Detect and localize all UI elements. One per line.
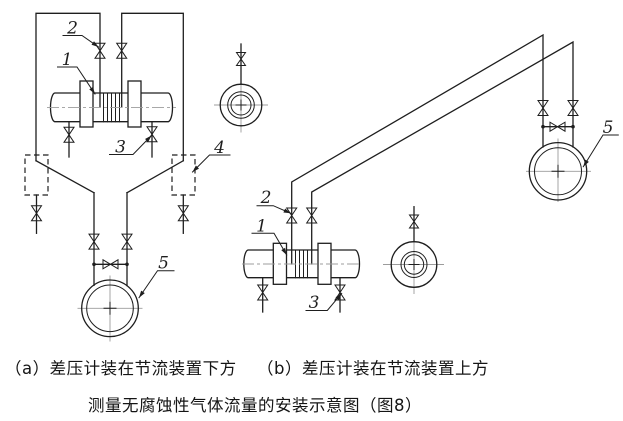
leader-arrow-icon bbox=[137, 290, 145, 299]
callout-label-1a: 1 bbox=[62, 50, 73, 70]
valves-a bbox=[31, 42, 189, 270]
gauge-inner-ring-b bbox=[534, 147, 582, 196]
xsec-pipe-inner-b bbox=[403, 254, 425, 275]
gauge-center-cross-b bbox=[551, 164, 565, 178]
impulse-line-low-b bbox=[311, 40, 574, 265]
gauge-inner-ring-a bbox=[86, 284, 134, 333]
gauge-body-a bbox=[81, 279, 139, 338]
callout-2b: 2 bbox=[256, 188, 292, 216]
impulse-line-low-a bbox=[121, 12, 184, 162]
callout-leader-1a bbox=[57, 66, 96, 95]
caption-b: （b）差压计装在节流装置上方 bbox=[257, 359, 489, 378]
callout-label-5b: 5 bbox=[603, 118, 614, 138]
gauge-center-cross-a bbox=[103, 301, 117, 315]
callout-leader-1b bbox=[251, 232, 288, 256]
callout-label-4a: 4 bbox=[213, 138, 225, 158]
callout-5b: 5 bbox=[581, 118, 619, 168]
dp-gauge-a bbox=[77, 275, 143, 342]
junction-dot bbox=[571, 124, 575, 129]
callout-3a: 3 bbox=[109, 133, 154, 158]
xsec-pipe-mid-a bbox=[227, 91, 255, 119]
valves-b bbox=[257, 100, 579, 301]
callout-leader-4a bbox=[191, 154, 231, 173]
gauge-body-b bbox=[528, 141, 588, 201]
callout-leader-5b bbox=[582, 134, 619, 168]
junction-dot bbox=[125, 262, 129, 267]
caption-a: （a）差压计装在节流装置下方 bbox=[5, 359, 237, 378]
leader-arrow-icon bbox=[581, 159, 589, 168]
callout-label-2b: 2 bbox=[260, 188, 272, 208]
diagram-b-piping bbox=[243, 33, 574, 313]
xsec-pipe-mid-b bbox=[400, 251, 428, 278]
figure-title: 测量无腐蚀性气体流量的安装示意图（图8） bbox=[88, 396, 422, 415]
callout-leader-3b bbox=[305, 292, 343, 311]
callout-4a: 4 bbox=[190, 138, 231, 174]
impulse-line-high-a bbox=[35, 12, 101, 162]
callout-label-3b: 3 bbox=[309, 293, 320, 313]
xsec-pipe-inner-a bbox=[230, 94, 252, 116]
dp-gauge-b bbox=[526, 138, 591, 202]
callout-5a: 5 bbox=[137, 254, 175, 299]
diagram-a-piping bbox=[35, 12, 185, 287]
callout-2a: 2 bbox=[62, 19, 100, 49]
callout-label-3a: 3 bbox=[115, 138, 126, 158]
xsec-center-cross-b bbox=[408, 259, 420, 270]
impulse-line-high-b bbox=[291, 33, 544, 265]
callout-label-5a: 5 bbox=[158, 254, 169, 274]
condensate-pot-left bbox=[24, 154, 49, 196]
slope-line-right-a bbox=[126, 159, 185, 194]
leader-arrow-icon bbox=[91, 41, 100, 49]
junction-dot bbox=[541, 124, 545, 129]
orifice-assembly-a bbox=[47, 80, 176, 128]
callout-1a: 1 bbox=[57, 50, 97, 96]
xsec-center-cross-a bbox=[235, 99, 247, 111]
diagram-a: 1 2 3 4 5 bbox=[24, 12, 268, 342]
pipe-cross-section-a bbox=[214, 43, 268, 133]
callout-leader-3a bbox=[109, 134, 153, 155]
diagram-b: 1 2 3 5 bbox=[242, 33, 619, 313]
flange-right-a bbox=[127, 80, 142, 128]
orifice-assembly-b bbox=[242, 242, 362, 285]
slope-line-left-a bbox=[35, 159, 95, 194]
pipe-cross-section-b bbox=[383, 206, 444, 294]
callout-1b: 1 bbox=[251, 217, 289, 257]
callout-leader-5a bbox=[138, 270, 175, 299]
process-pipe-b bbox=[243, 249, 361, 279]
condensate-pot-right bbox=[171, 154, 196, 196]
callout-label-2a: 2 bbox=[66, 19, 78, 39]
callout-3b: 3 bbox=[305, 291, 344, 313]
callout-label-1b: 1 bbox=[256, 217, 267, 237]
junction-dot bbox=[92, 262, 96, 267]
